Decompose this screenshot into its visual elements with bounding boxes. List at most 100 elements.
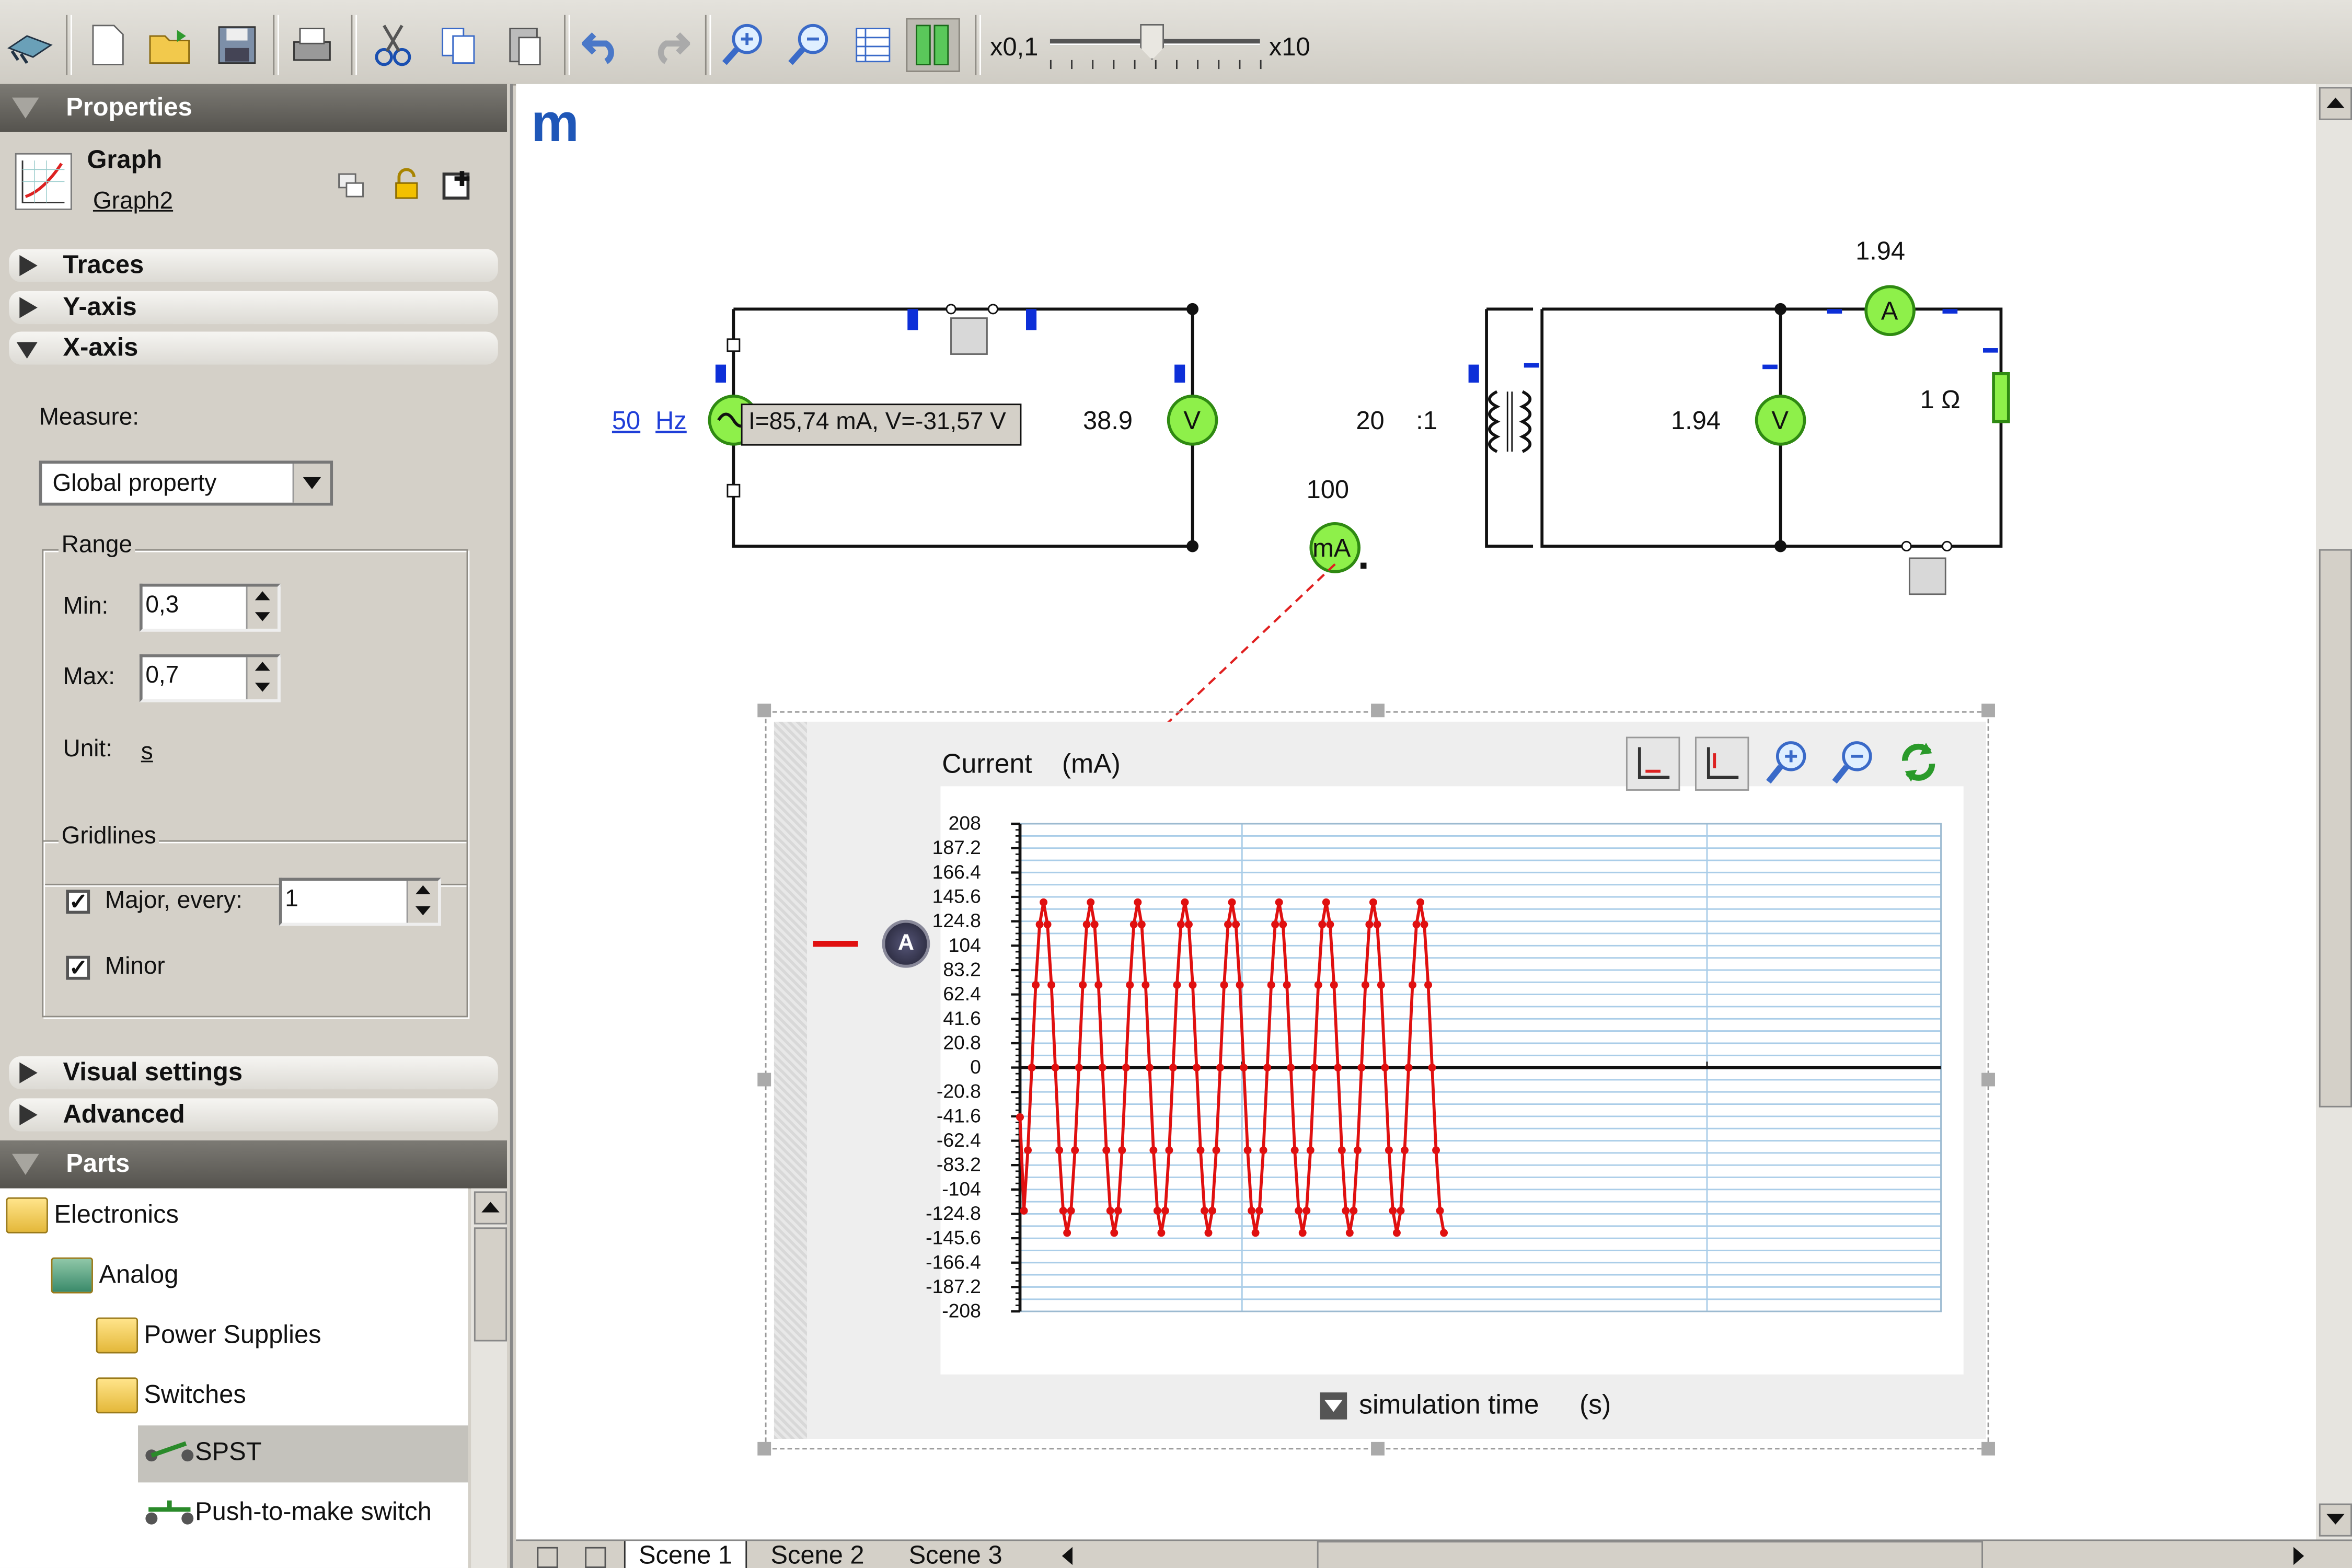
major-every-input[interactable]: 1 [279, 878, 441, 926]
y-tick-label: -83.2 [937, 1154, 981, 1175]
trace-point [1236, 981, 1244, 989]
parts-tree: Electronics Analog Power Supplies Switch… [0, 1188, 468, 1568]
section-y-axis[interactable]: Y-axis [9, 291, 498, 325]
section-visual-settings[interactable]: Visual settings [9, 1056, 498, 1090]
zoom-out-icon[interactable] [783, 18, 837, 72]
fit-x-icon[interactable] [1694, 736, 1749, 791]
object-type: Graph [87, 145, 163, 175]
tree-item-electronics[interactable]: Electronics [6, 1197, 179, 1233]
section-x-axis[interactable]: X-axis [9, 331, 498, 365]
parts-header[interactable]: Parts [0, 1140, 508, 1189]
y-tick-label: -166.4 [926, 1251, 981, 1273]
cut-icon[interactable] [366, 18, 420, 72]
tab-scroll-left-icon[interactable] [1056, 1544, 1080, 1568]
tab-scene-3[interactable]: Scene 3 [908, 1541, 1002, 1568]
save-icon[interactable] [210, 18, 264, 72]
new-icon[interactable] [81, 18, 135, 72]
graph-handle[interactable] [774, 721, 808, 1439]
resize-handle[interactable] [1981, 704, 1995, 718]
lock-icon[interactable] [390, 168, 423, 201]
resize-handle[interactable] [1981, 1442, 1995, 1456]
section-traces[interactable]: Traces [9, 249, 498, 282]
trace-point [1275, 898, 1283, 906]
measure-select[interactable]: Global property [39, 460, 333, 506]
transformer-ratio-left: 20 [1356, 407, 1384, 435]
minor-label: Minor [105, 954, 165, 980]
tree-item-push-to-make-switch[interactable]: Push-to-make switch [144, 1497, 432, 1527]
split-view-icon[interactable] [906, 18, 960, 72]
min-input[interactable]: 0,3 [139, 583, 281, 632]
trace-point [1404, 1064, 1413, 1072]
chevron-down-icon[interactable] [292, 464, 330, 503]
scroll-right-icon[interactable] [2286, 1544, 2310, 1568]
refresh-icon[interactable] [1893, 737, 1944, 788]
tab-scene-2[interactable]: Scene 2 [770, 1541, 864, 1568]
tree-item-power-supplies[interactable]: Power Supplies [96, 1317, 321, 1354]
major-checkbox[interactable]: ✓ [66, 890, 90, 914]
trace-point [1032, 981, 1040, 989]
resize-handle[interactable] [757, 1073, 771, 1087]
zoom-in-icon[interactable] [717, 18, 771, 72]
resize-handle[interactable] [1371, 1442, 1385, 1456]
tab-scene-1[interactable]: Scene 1 [624, 1541, 747, 1568]
scroll-thumb[interactable] [474, 1227, 508, 1342]
grid-icon[interactable] [846, 18, 900, 72]
scroll-up-icon[interactable] [2319, 87, 2352, 120]
trace-point [1208, 1206, 1216, 1215]
trace-point [1087, 898, 1095, 906]
max-input[interactable]: 0,7 [139, 654, 281, 702]
svg-text:V: V [1183, 407, 1201, 435]
open-icon[interactable] [144, 18, 198, 72]
y-tick-label: -62.4 [937, 1129, 981, 1151]
ammeter-2-value: 1.94 [1855, 237, 1905, 266]
trace-point [1401, 1146, 1409, 1155]
circuit-canvas[interactable]: m 50 Hz V 38.9 [516, 84, 2316, 1540]
duplicate-icon[interactable] [336, 171, 366, 201]
resize-handle[interactable] [1981, 1073, 1995, 1087]
object-name-link[interactable]: Graph2 [93, 189, 174, 215]
unit-value[interactable]: s [141, 740, 153, 766]
trace-point [1345, 1229, 1354, 1237]
app-icon[interactable] [3, 18, 57, 72]
paste-icon[interactable] [498, 18, 552, 72]
section-advanced[interactable]: Advanced [9, 1098, 498, 1132]
trace-point [1157, 1229, 1166, 1237]
resize-handle[interactable] [1371, 704, 1385, 718]
canvas-vertical-scrollbar[interactable] [2316, 84, 2352, 1540]
horizontal-scroll-thumb[interactable] [1317, 1541, 1984, 1568]
resize-handle[interactable] [757, 1442, 771, 1456]
add-scene-icon[interactable] [585, 1547, 606, 1568]
resize-handle[interactable] [757, 704, 771, 718]
print-icon[interactable] [285, 18, 339, 72]
svg-text:mA: mA [1312, 534, 1351, 562]
y-tick-label: -41.6 [937, 1104, 981, 1126]
minor-checkbox[interactable]: ✓ [66, 955, 90, 980]
scroll-down-icon[interactable] [2319, 1503, 2352, 1537]
copy-icon[interactable] [432, 18, 486, 72]
redo-icon[interactable] [642, 18, 696, 72]
graph-zoom-in-icon[interactable] [1761, 737, 1812, 788]
fit-y-icon[interactable] [1625, 736, 1680, 791]
tree-scrollbar[interactable] [471, 1188, 508, 1568]
tree-item-spst[interactable]: SPST [144, 1437, 262, 1467]
add-icon[interactable] [441, 168, 477, 201]
voltmeter-1 [1167, 395, 1218, 446]
trace-point [1043, 920, 1052, 929]
scroll-thumb[interactable] [2319, 549, 2352, 1108]
tree-item-switches[interactable]: Switches [96, 1377, 246, 1414]
voltmeter-1-value: 38.9 [1083, 407, 1133, 435]
collapse-icon [11, 1154, 39, 1175]
tree-item-analog[interactable]: Analog [51, 1257, 178, 1294]
trace-point [1440, 1229, 1448, 1237]
graph-zoom-out-icon[interactable] [1827, 737, 1878, 788]
trace-point [1035, 920, 1044, 929]
properties-header[interactable]: Properties [0, 84, 508, 132]
trace-point [1224, 920, 1232, 929]
chevron-down-icon[interactable] [1320, 1392, 1347, 1420]
unit-label: Unit: [63, 736, 112, 763]
undo-icon[interactable] [576, 18, 630, 72]
probe-ammeter-icon[interactable]: A [882, 919, 930, 968]
first-page-icon[interactable] [537, 1547, 558, 1568]
zoom-slider-thumb[interactable] [1140, 24, 1165, 60]
scroll-up-icon[interactable] [474, 1191, 508, 1225]
